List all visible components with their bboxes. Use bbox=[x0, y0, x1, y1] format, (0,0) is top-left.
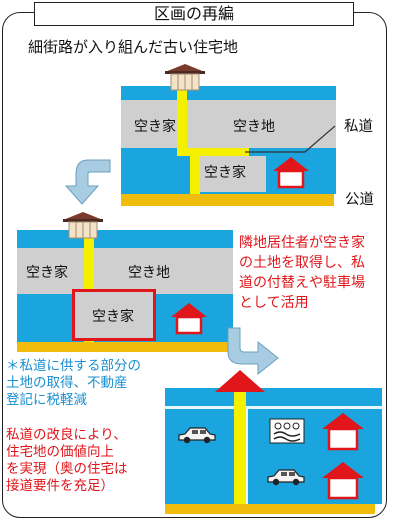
acquisition-note-line: 道の付替えや駐車場 bbox=[239, 275, 365, 291]
acquisition-note-line: として活用 bbox=[239, 295, 309, 311]
house-icon bbox=[322, 462, 364, 500]
label-vacant-house-highlight: 空き家 bbox=[92, 309, 134, 325]
tax-benefit-line: 登記に税軽減 bbox=[6, 392, 87, 408]
lower-vacant-lot bbox=[200, 156, 266, 192]
lot-divider bbox=[165, 406, 382, 409]
house-icon bbox=[273, 157, 309, 189]
improved-private-road bbox=[234, 388, 246, 504]
old-house-icon bbox=[63, 212, 103, 239]
public-road-strip-2 bbox=[17, 342, 231, 352]
middle-lots bbox=[121, 100, 336, 148]
label-public-road: 公道 bbox=[345, 192, 374, 208]
private-road-vertical bbox=[177, 86, 187, 156]
improvement-line: 住宅地の価値向上 bbox=[6, 444, 114, 460]
acquisition-note: 隣地居住者が空き家 の土地を取得し、私 道の付替えや駐車場 として活用 bbox=[239, 233, 365, 313]
house-icon bbox=[171, 303, 207, 335]
house-icon bbox=[322, 413, 364, 451]
old-house-icon bbox=[165, 64, 205, 91]
middle-lots-2 bbox=[17, 248, 233, 294]
lot-divider-vertical bbox=[246, 409, 248, 504]
improvement-note: 私道の改良により、 住宅地の価値向上 を実現（奥の住宅は 接道要件を充足） bbox=[6, 427, 128, 495]
acquisition-note-line: の土地を取得し、私 bbox=[239, 255, 365, 271]
red-roof-icon bbox=[215, 370, 265, 392]
top-lot bbox=[121, 86, 336, 100]
private-road-horizontal bbox=[177, 148, 249, 156]
top-lot-3 bbox=[165, 388, 382, 406]
tax-benefit-line: ＊私道に供する部分の bbox=[6, 358, 141, 374]
improvement-line: 私道の改良により、 bbox=[6, 427, 127, 443]
transition-arrow-2 bbox=[227, 327, 279, 376]
acquisition-note-line: 隣地居住者が空き家 bbox=[239, 235, 365, 251]
tax-benefit-line: 土地の取得、不動産 bbox=[6, 375, 128, 391]
transition-arrow-1 bbox=[64, 159, 111, 205]
private-road-2 bbox=[84, 230, 94, 342]
garden-icon bbox=[269, 418, 305, 444]
tax-benefit-note: ＊私道に供する部分の 土地の取得、不動産 登記に税軽減 bbox=[6, 358, 141, 409]
public-road-strip-3 bbox=[165, 504, 375, 514]
improvement-line: を実現（奥の住宅は bbox=[6, 461, 128, 477]
car-icon bbox=[178, 427, 216, 444]
label-vacant-lot: 空き地 bbox=[233, 119, 275, 135]
label-vacant-house-2: 空き家 bbox=[26, 265, 68, 281]
diagram-title: 区画の再編 bbox=[153, 4, 234, 23]
label-vacant-house-lower: 空き家 bbox=[204, 165, 246, 181]
top-lot-2 bbox=[17, 230, 233, 248]
title-box: 区画の再編 bbox=[34, 2, 354, 26]
car-icon bbox=[267, 469, 305, 486]
label-vacant-lot-2: 空き地 bbox=[128, 265, 170, 281]
label-vacant-house: 空き家 bbox=[134, 119, 176, 135]
acquired-lot bbox=[72, 289, 156, 341]
private-road-leader bbox=[245, 125, 336, 153]
acquired-lot-highlight bbox=[72, 289, 156, 341]
subtitle: 細街路が入り組んだ古い住宅地 bbox=[28, 38, 239, 56]
public-road-strip bbox=[121, 194, 334, 206]
private-road-lower bbox=[190, 156, 200, 194]
label-private-road: 私道 bbox=[344, 119, 373, 135]
improvement-line: 接道要件を充足） bbox=[6, 478, 114, 494]
